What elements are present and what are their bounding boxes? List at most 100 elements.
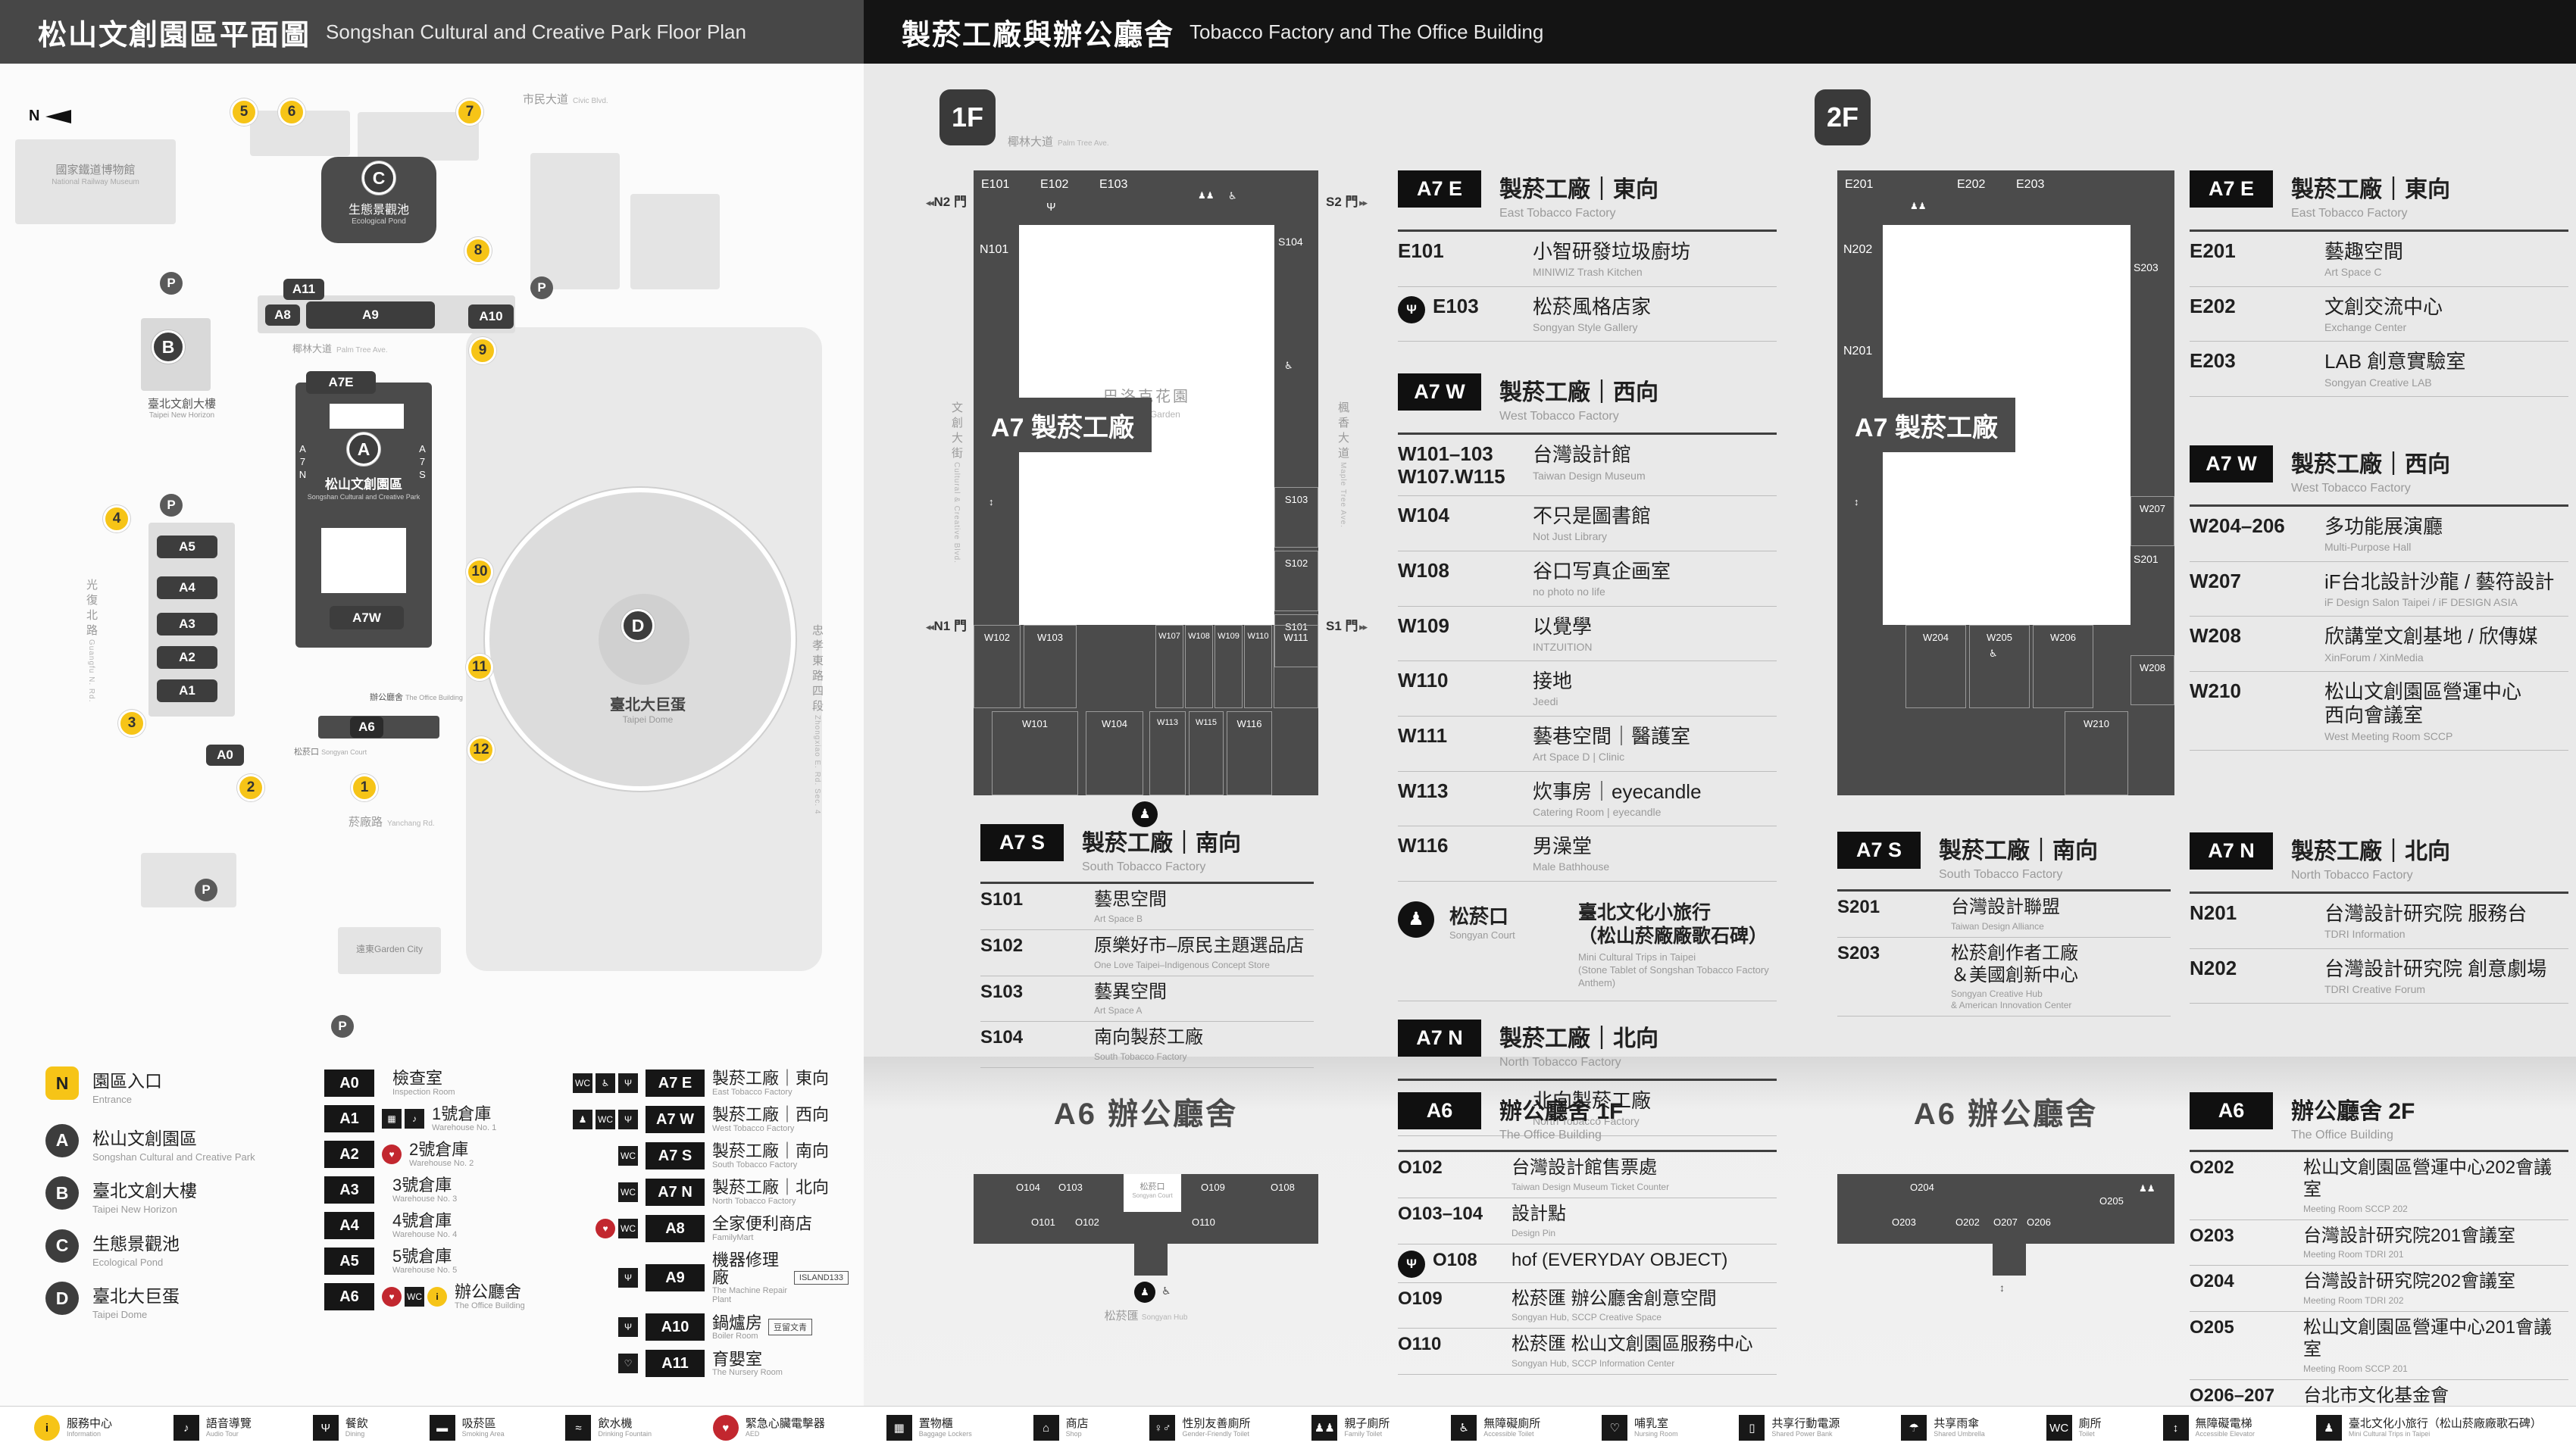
umbrella-icon: ☂ <box>1901 1415 1927 1441</box>
room-code: W110 <box>1398 669 1449 692</box>
building-code-chip: A7 E <box>646 1070 705 1097</box>
aed-icon: ♥ <box>712 1415 739 1441</box>
section-chip: A7 E <box>2190 170 2273 208</box>
room-code: O203 <box>2190 1225 2234 1246</box>
room-code: W104 <box>1398 504 1449 527</box>
street-maple: 楓香大道Maple Tree Ave. <box>1336 401 1349 529</box>
room-code: E202 <box>2190 294 2236 317</box>
a7-courtyard-map <box>330 404 404 429</box>
legend-icon-group: ♡ <box>568 1354 638 1374</box>
toilet-icon: WC <box>2046 1415 2072 1441</box>
map-chip-a7e: A7E <box>306 371 376 394</box>
section-a7w-1f: A7 W 製菸工廠｜西向 West Tobacco Factory W101–1… <box>1398 373 1777 882</box>
section-title-en: West Tobacco Factory <box>1499 410 1619 423</box>
parking-icon: P <box>530 276 553 299</box>
section-title-en: East Tobacco Factory <box>1499 207 1616 220</box>
pond-label-zh: 生態景觀池 <box>348 204 409 217</box>
toilet-icon: ♟♟ <box>2139 1183 2156 1194</box>
room-code: E203 <box>2190 349 2236 373</box>
room-code: O110 <box>1398 1334 1442 1355</box>
marker-A: A <box>347 433 380 466</box>
map-chip-a7w: A7W <box>330 606 404 629</box>
map-point-5: 5 <box>230 98 258 126</box>
accessible-icon: ♿ <box>1451 1415 1477 1441</box>
lockers-icon: ▦ <box>886 1415 912 1441</box>
room-code: S103 <box>980 981 1024 1002</box>
building-code-chip: A7 S <box>646 1142 705 1170</box>
family-toilet-icon: ♟♟ <box>1311 1415 1338 1441</box>
building-wing-north <box>1837 170 2174 225</box>
walking-icon: ♟ <box>573 1110 592 1129</box>
letter-marker-icon: D <box>45 1282 79 1316</box>
plan-1f: 巴洛克花園 Baroque Garden A7 製菸工廠 E101 E102 E… <box>974 170 1318 795</box>
room-code: W108 <box>1398 558 1449 582</box>
dining-icon: Ψ <box>618 1317 638 1338</box>
songyan-hub-label: 松菸匯 Songyan Hub <box>1104 1310 1188 1323</box>
map-chip-a0: A0 <box>206 745 244 766</box>
room-name-zh: 谷口写真企画室 <box>1533 559 1671 582</box>
room-name-zh: 男澡堂 <box>1533 835 1593 858</box>
garden-city-label: 遠東Garden City <box>355 944 424 954</box>
map-point-9: 9 <box>469 337 496 364</box>
section-chip: A7 S <box>1837 832 1921 869</box>
room-name-en: INTZUITION <box>1533 640 1593 653</box>
legend-icon-group: WC♿Ψ <box>568 1073 638 1093</box>
letter-marker-icon: C <box>45 1229 79 1263</box>
room-code: W116 <box>1398 834 1449 857</box>
songyan-court-map-label: 松菸口 Songyan Court <box>294 748 367 757</box>
parking-icon: P <box>195 879 217 901</box>
court-name-en: Songyan Court <box>1449 929 1515 941</box>
section-title-zh: 製菸工廠｜西向 <box>1499 380 1658 406</box>
info-icon: i <box>427 1287 447 1307</box>
legend-icon-group: Ψ <box>568 1268 638 1288</box>
dining-icon: Ψ <box>1046 201 1056 214</box>
room-label: O202 <box>1955 1216 1980 1228</box>
building-code-chip: A6 <box>324 1283 374 1310</box>
dining-icon: Ψ <box>1398 1250 1425 1278</box>
room-label: O205 <box>2099 1195 2124 1207</box>
room-box: W207 <box>2131 496 2174 546</box>
songyan-court-icon: ♟ <box>1132 801 1158 827</box>
room-box: W110 <box>1244 625 1272 708</box>
toilet-icon: ♟♟ <box>1198 190 1215 201</box>
room-code: S203 <box>1837 942 1880 963</box>
map-chip-a2: A2 <box>157 646 217 669</box>
aed-icon: ♥ <box>596 1219 615 1238</box>
room-box: W104 <box>1086 711 1143 795</box>
a6-2f-plan-title: A6 辦公廳舍 <box>1913 1098 2099 1131</box>
toilet-icon: WC <box>405 1287 424 1307</box>
room-label: O206 <box>2027 1216 2051 1228</box>
mini-trip-icon: ♟ <box>2315 1415 2342 1441</box>
room-name-en: Songyan Style Gallery <box>1533 320 1638 333</box>
map-point-4: 4 <box>103 505 130 532</box>
building-block <box>630 194 720 289</box>
header-right: 製菸工廠與辦公廳舍 Tobacco Factory and The Office… <box>864 0 2576 64</box>
map-point-12: 12 <box>467 736 495 764</box>
accessible-icon: ♿ <box>1284 360 1293 371</box>
gate-n2: ◂◂ N2 門 <box>925 195 967 209</box>
